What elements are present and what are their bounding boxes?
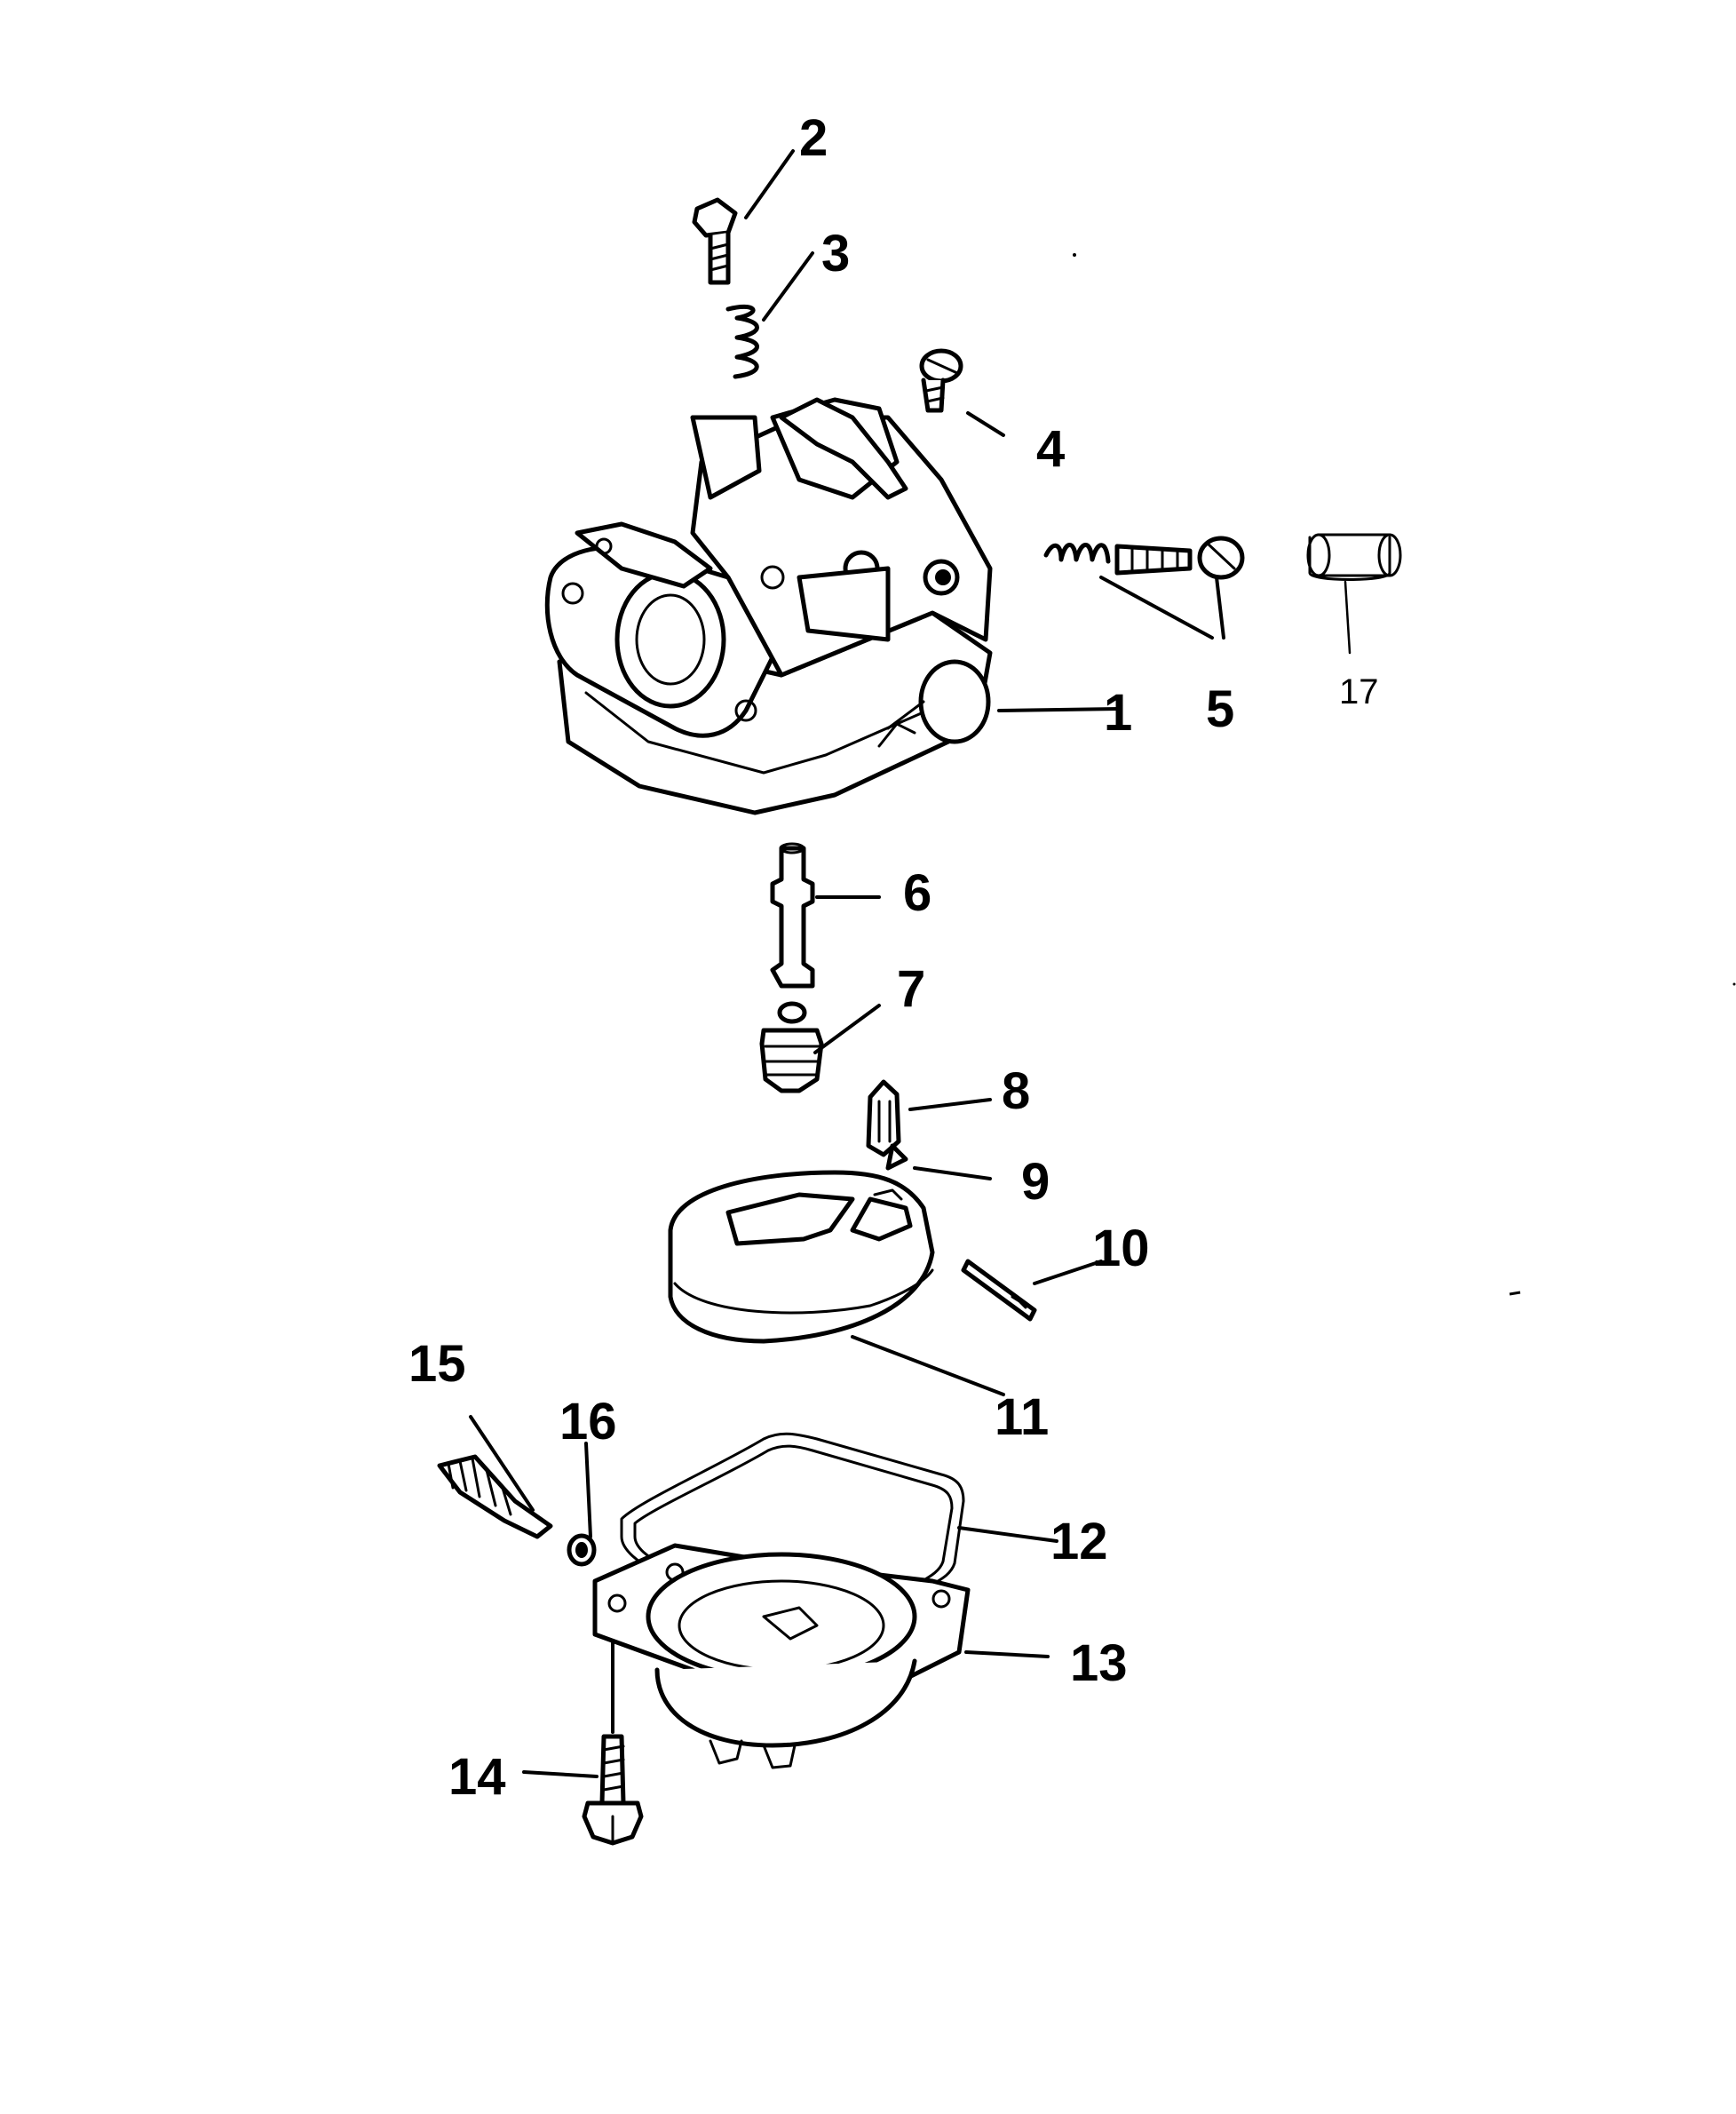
drain-screw-part-15 — [437, 1454, 553, 1539]
cap-part-17 — [1306, 533, 1402, 581]
main-nozzle-part-6 — [770, 842, 815, 989]
float-bowl-part-13 — [592, 1543, 971, 1769]
screw-part-4 — [919, 348, 963, 413]
callout-12: 12 — [1050, 1513, 1108, 1570]
callout-11: 11 — [995, 1388, 1049, 1446]
callout-14: 14 — [448, 1748, 506, 1806]
callout-3: 3 — [821, 225, 850, 282]
scan-marks — [1073, 253, 1736, 1296]
screw-part-2 — [692, 197, 738, 285]
spring-part-3 — [725, 304, 759, 379]
float-pin-part-10 — [961, 1259, 1037, 1322]
carburetor-body — [544, 397, 993, 815]
float-needle-part-8-9 — [866, 1079, 908, 1171]
callout-4: 4 — [1036, 420, 1065, 478]
callout-5: 5 — [1206, 680, 1234, 738]
callout-13: 13 — [1070, 1634, 1128, 1692]
callout-9: 9 — [1021, 1153, 1050, 1211]
o-ring-part-16 — [567, 1533, 597, 1567]
callout-6: 6 — [903, 864, 931, 922]
callout-10: 10 — [1092, 1220, 1150, 1277]
callout-15: 15 — [408, 1335, 466, 1393]
idle-screw-and-spring-part-5 — [1043, 536, 1245, 580]
leader-lines — [469, 149, 1352, 1778]
bolt-part-14 — [582, 1734, 644, 1846]
callout-labels: 1 2 3 4 5 6 7 8 9 10 11 12 13 14 15 16 1… — [408, 109, 1379, 1806]
float-part-11 — [668, 1170, 935, 1344]
callout-16: 16 — [559, 1393, 617, 1450]
callout-7: 7 — [897, 960, 925, 1018]
callout-1: 1 — [1104, 684, 1132, 742]
callout-8: 8 — [1002, 1062, 1030, 1120]
main-jet-part-7 — [759, 1001, 824, 1093]
callout-2: 2 — [799, 109, 828, 167]
callout-17: 17 — [1339, 672, 1379, 711]
